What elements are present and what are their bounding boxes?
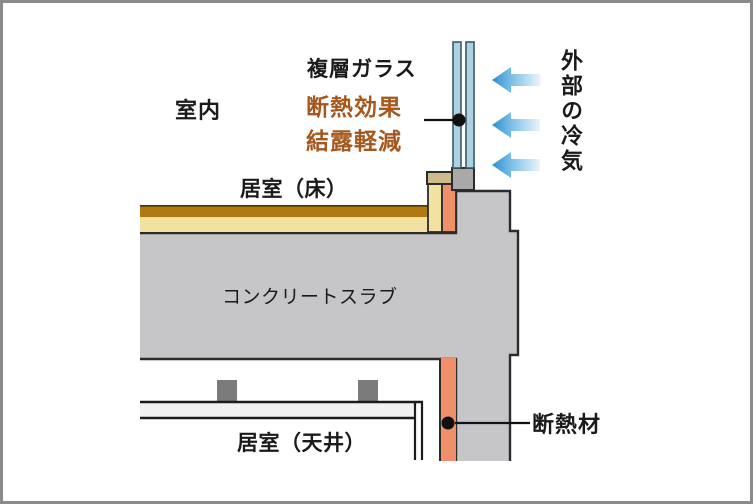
label-insulation-material: 断熱材 [532, 412, 602, 437]
glass-marker-dot [452, 113, 466, 127]
ceiling-hanger [217, 380, 237, 403]
cold-air-arrow [492, 112, 540, 138]
insulation-strip-upper [441, 183, 457, 233]
cold-air-arrow [492, 152, 540, 178]
insulation-strip-lower [440, 358, 456, 461]
label-insulation-effect: 断熱効果 [306, 94, 402, 120]
label-living-room-floor: 居室（床） [240, 178, 348, 201]
label-outside-cold-air: 外部の冷気 [558, 49, 583, 174]
floor-underlay-strip [427, 183, 443, 233]
label-condensation-reduction: 結露軽減 [306, 128, 402, 154]
diagram-shapes [140, 41, 540, 461]
window-frame [451, 167, 475, 191]
label-living-room-ceiling: 居室（天井） [237, 432, 366, 455]
label-interior: 室内 [175, 98, 222, 123]
ceiling-board [140, 400, 424, 460]
floor-layers [140, 205, 431, 232]
window-double-glazing [452, 41, 475, 169]
window-glass-pane-outer [465, 41, 475, 169]
floor-underlay-layer [140, 217, 431, 232]
floor-surface-layer [140, 205, 430, 217]
sill-block [426, 171, 454, 185]
ceiling-hanger [358, 380, 378, 403]
cold-air-arrow [492, 67, 540, 93]
label-double-glazing: 複層ガラス [307, 58, 417, 81]
window-glass-pane-inner [452, 41, 462, 169]
label-concrete-slab: コンクリートスラブ [222, 287, 398, 308]
insulation-marker-dot [441, 416, 455, 430]
